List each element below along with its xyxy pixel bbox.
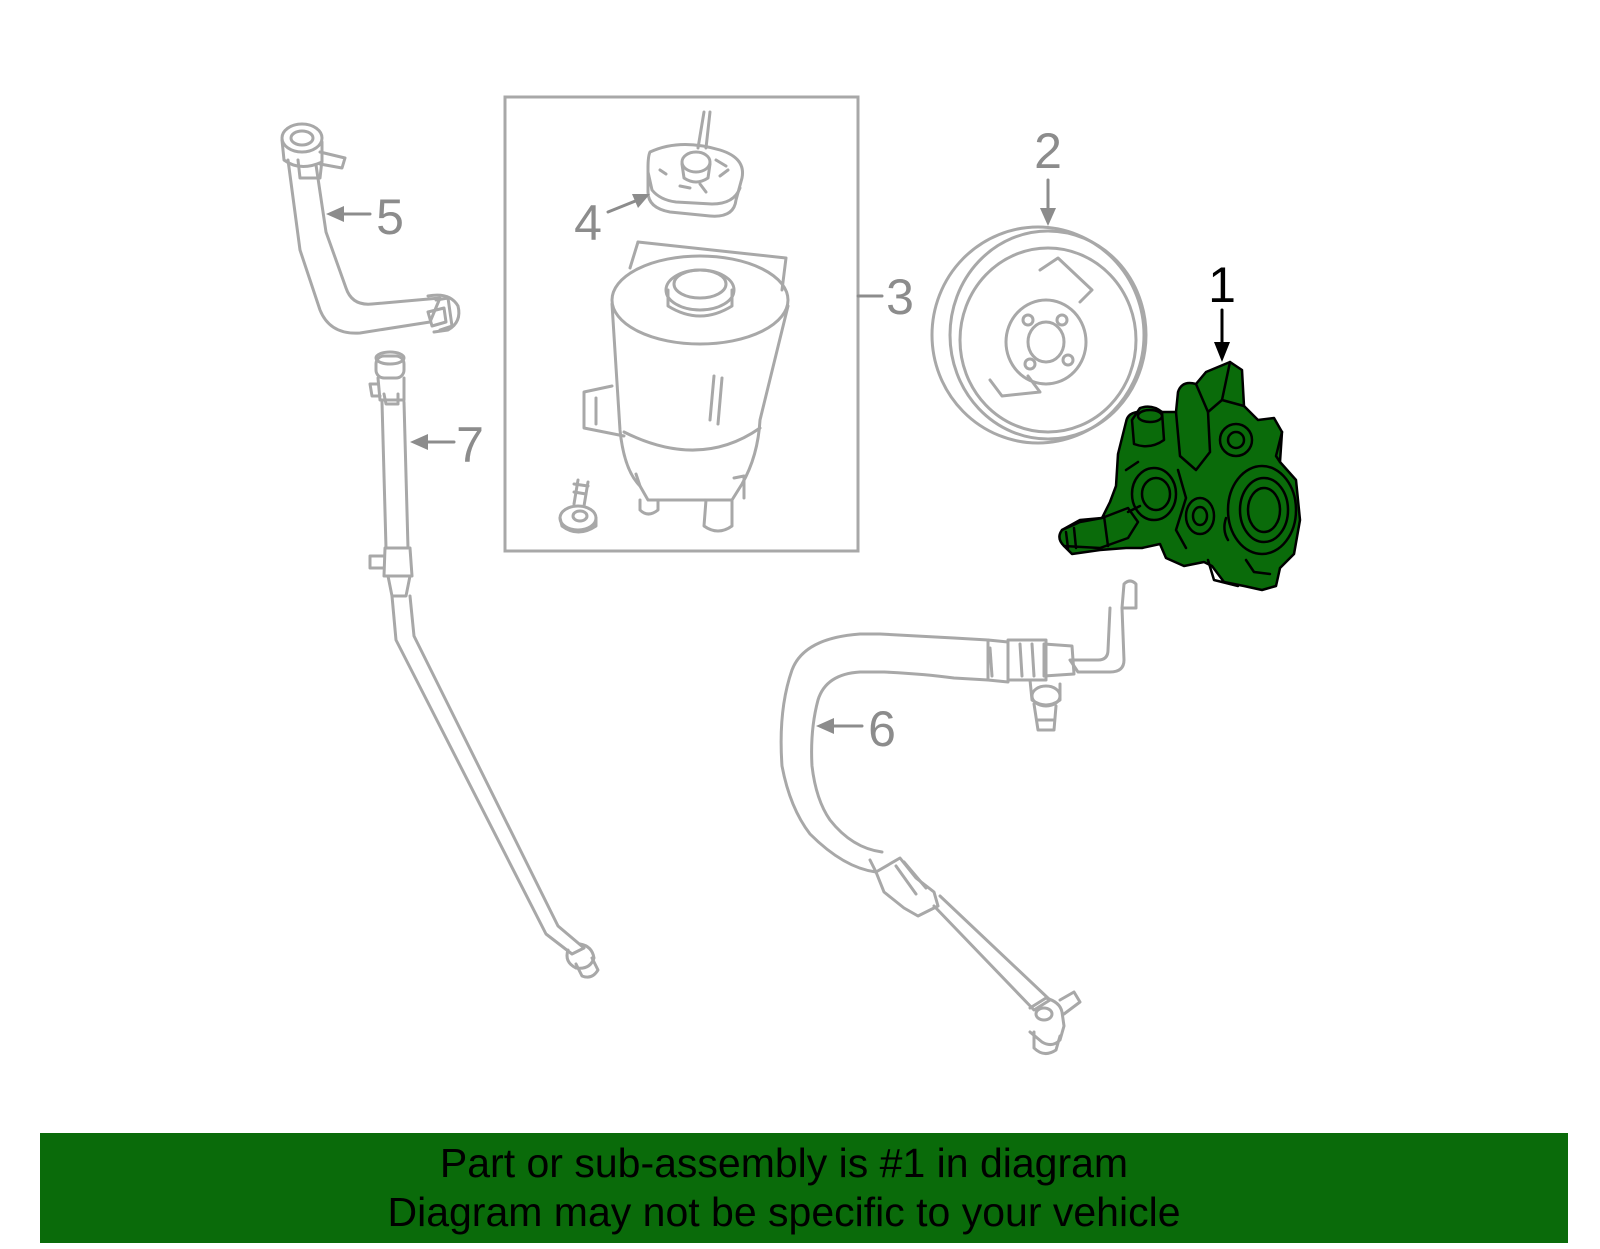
banner-line-2: Diagram may not be specific to your vehi… bbox=[387, 1189, 1181, 1235]
part-6-hose bbox=[779, 579, 1138, 1055]
part-4-cap bbox=[646, 110, 745, 218]
part-2-pulley bbox=[930, 225, 1148, 445]
callout-7: 7 bbox=[456, 417, 484, 473]
info-banner: Part or sub-assembly is #1 in diagram Di… bbox=[40, 1133, 1568, 1243]
callout-1: 1 bbox=[1208, 257, 1236, 313]
callout-6: 6 bbox=[868, 701, 896, 757]
part-3-reservoir bbox=[582, 240, 790, 533]
banner-line-1: Part or sub-assembly is #1 in diagram bbox=[439, 1140, 1129, 1186]
callout-5: 5 bbox=[376, 189, 404, 245]
callout-3: 3 bbox=[886, 269, 914, 325]
part-5-hose bbox=[280, 122, 461, 335]
leader-arrows bbox=[326, 178, 1230, 734]
part-3-group-box bbox=[503, 95, 860, 553]
bolt bbox=[558, 478, 598, 534]
part-7-hose bbox=[368, 350, 600, 979]
callout-4: 4 bbox=[574, 195, 602, 251]
part-1-pump[interactable] bbox=[1058, 360, 1302, 592]
callout-2: 2 bbox=[1034, 123, 1062, 179]
